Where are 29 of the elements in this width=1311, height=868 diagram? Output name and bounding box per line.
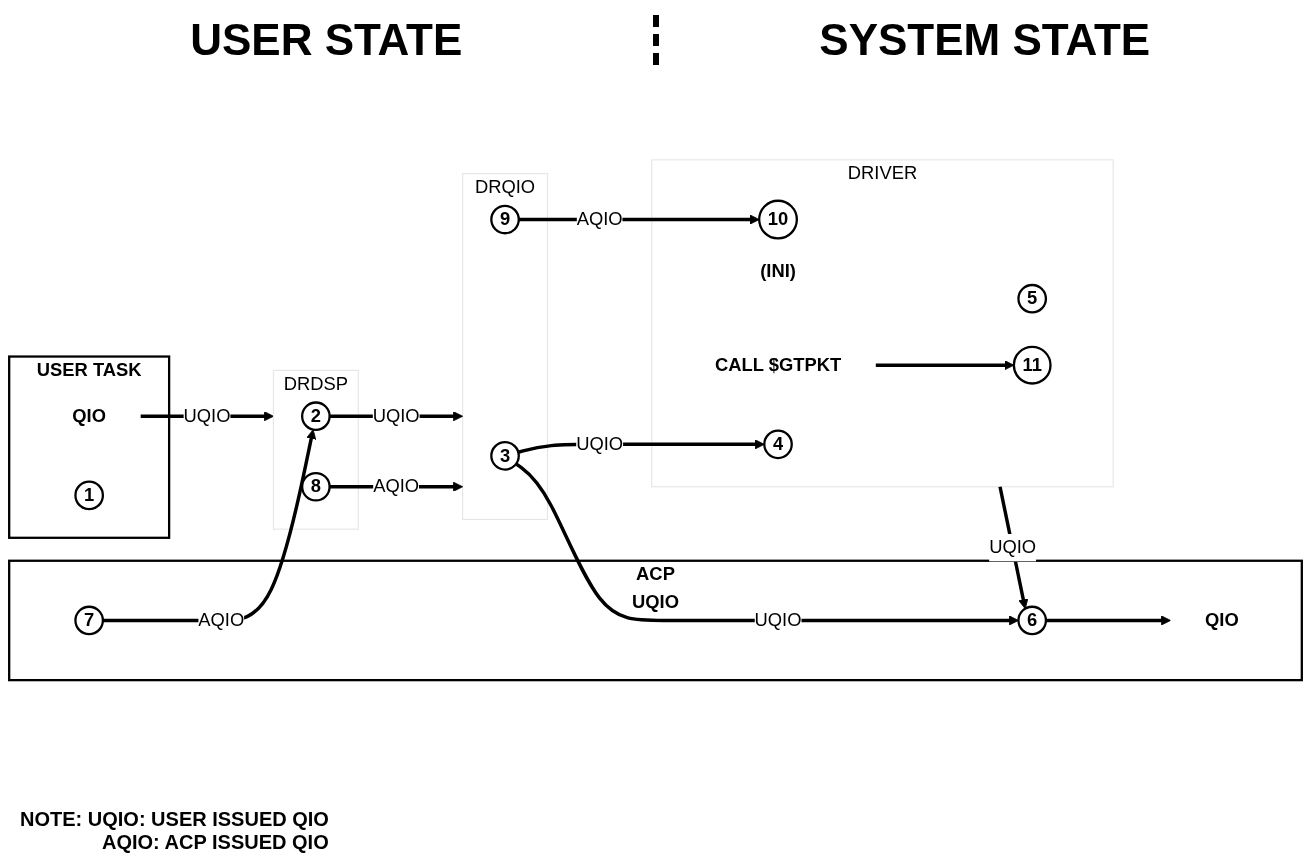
node-text: QIO [72,405,106,426]
node-text: CALL $GTPKT [714,354,842,375]
edge-label: AQIO [198,610,245,630]
edge-label: AQIO [576,209,623,229]
edge-label: UQIO [754,610,802,630]
node-circle: 9 [490,204,520,235]
note-text: AQIO: ACP ISSUED QIO [101,831,329,854]
edge-label: AQIO [373,476,420,496]
state-heading: USER STATE [0,15,659,65]
node-circle: 10 [758,199,798,240]
note-text: NOTE: UQIO: USER ISSUED QIO [20,808,329,831]
node-text: QIO [1205,610,1239,630]
arrow [515,462,1019,626]
node-circle: 7 [74,605,105,636]
edge-label: UQIO [989,537,1037,557]
node-circle: 1 [74,480,105,511]
edge-label: UQIO [183,405,231,426]
arrow [1045,615,1171,626]
node-circle: 5 [1017,283,1048,314]
node-circle: 2 [301,401,331,432]
node-circle: 3 [490,440,520,471]
edge-label: UQIO [372,405,420,426]
node-circle: 11 [1012,345,1052,385]
node-circle: 8 [301,471,331,502]
edge-label: UQIO [576,434,624,454]
node-circle: 6 [1017,605,1048,636]
node-label: (INI) [760,261,796,281]
node-circle: 4 [763,429,793,460]
state-heading: SYSTEM STATE [818,15,1152,65]
